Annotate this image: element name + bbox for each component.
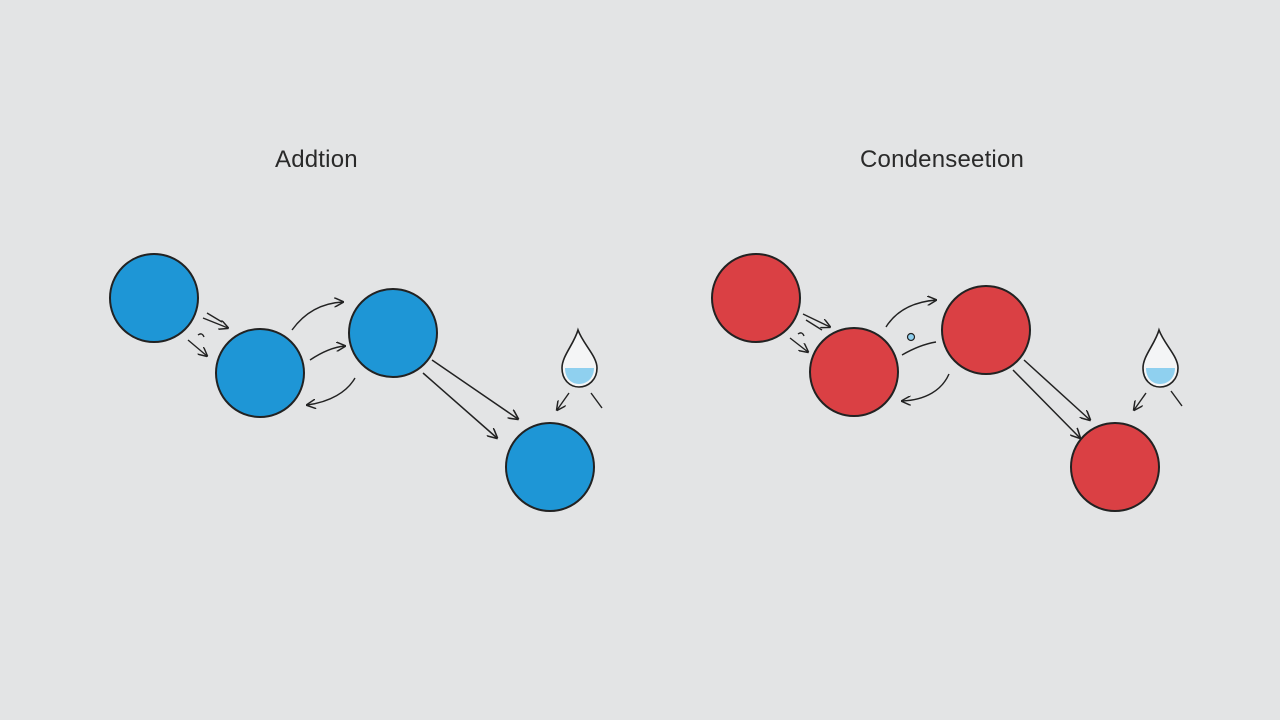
addition-title: Addtion — [275, 146, 358, 173]
addition-molecule-1 — [109, 253, 199, 343]
condensation-molecule-4 — [1070, 422, 1160, 512]
condensation-molecule-1 — [711, 253, 801, 343]
condensation-molecule-3 — [941, 285, 1031, 375]
condensation-panel: Condenseetion — [640, 0, 1280, 720]
arrow-icon — [789, 313, 830, 352]
arrow-icon — [422, 359, 518, 438]
water-drop-icon — [557, 327, 603, 410]
condensation-diagram — [711, 253, 1183, 512]
reaction-site-dot — [906, 332, 916, 342]
condensation-title: Condenseetion — [860, 146, 1025, 173]
arrow-icon — [1012, 359, 1090, 438]
addition-molecule-4 — [505, 422, 595, 512]
arrow-icon — [885, 300, 950, 401]
addition-diagram — [109, 253, 603, 512]
addition-panel: Addtion — [109, 146, 603, 512]
water-drop-icon — [1134, 327, 1183, 410]
arrow-icon — [291, 302, 356, 405]
condensation-molecule-2 — [809, 327, 899, 417]
addition-molecule-2 — [215, 328, 305, 418]
addition-molecule-3 — [348, 288, 438, 378]
arrow-icon — [187, 312, 228, 356]
